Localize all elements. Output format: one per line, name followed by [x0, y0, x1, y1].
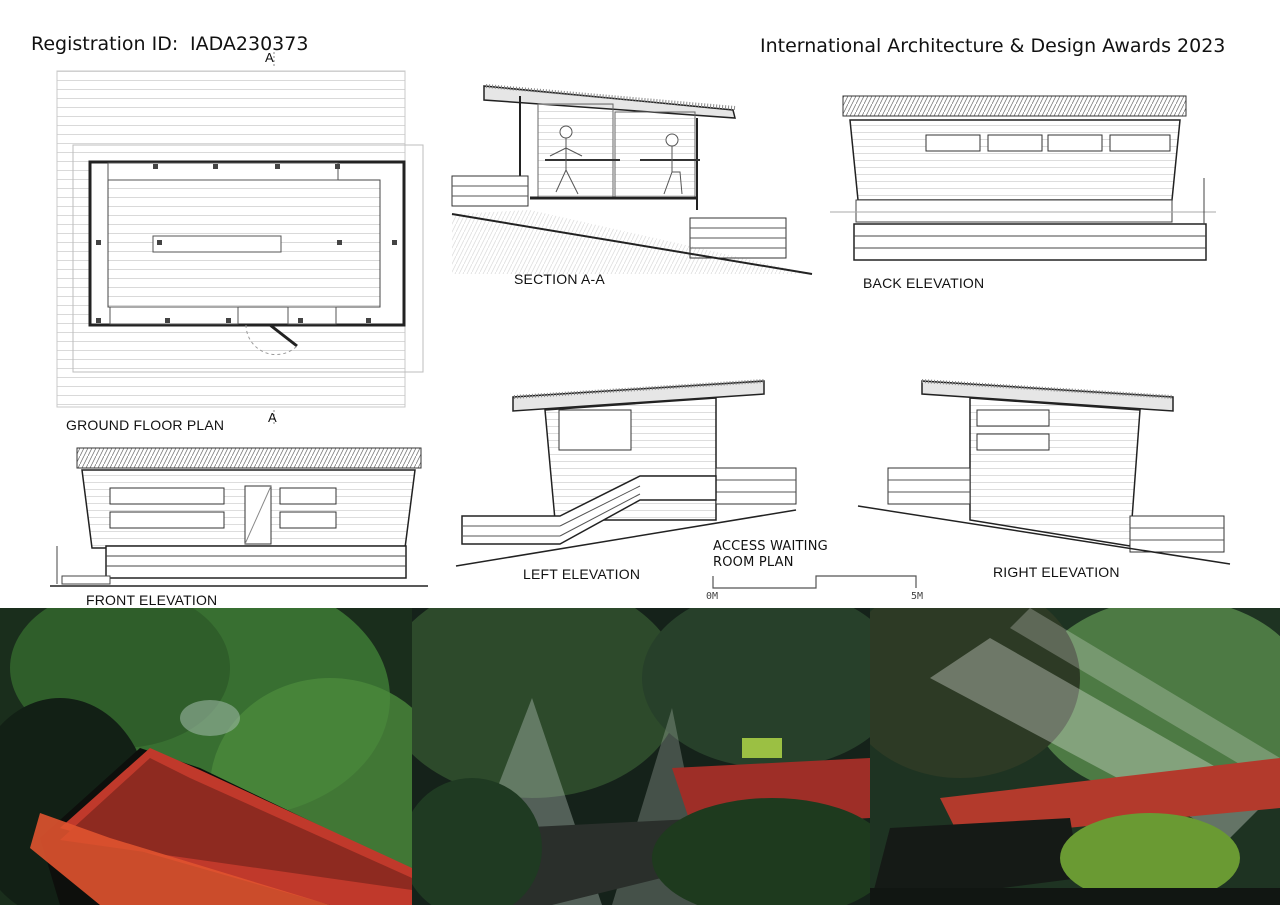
- plan-title-line1: ACCESS WAITING: [713, 539, 828, 554]
- front-elevation-label: FRONT ELEVATION: [86, 592, 218, 608]
- left-elevation-drawing: [455, 379, 797, 567]
- back-elevation-drawing: [830, 95, 1216, 261]
- section-a-a-drawing: [451, 84, 813, 275]
- sunlit-deck-fern-photo: [870, 608, 1280, 905]
- right-elevation-drawing: [857, 379, 1231, 565]
- red-boardwalk-forest-photo: [0, 608, 412, 905]
- scale-start-label: 0M: [706, 591, 719, 602]
- architectural-drawings: [50, 52, 1231, 589]
- left-elevation-label: LEFT ELEVATION: [523, 566, 641, 582]
- ground-floor-plan-drawing: [56, 52, 424, 424]
- section-a-a-label: SECTION A-A: [514, 271, 605, 287]
- section-marker-top: A: [265, 50, 274, 65]
- front-elevation-drawing: [50, 447, 428, 587]
- back-elevation-label: BACK ELEVATION: [863, 275, 985, 291]
- section-marker-bottom: A: [268, 410, 277, 425]
- right-elevation-label: RIGHT ELEVATION: [993, 564, 1120, 580]
- ground-floor-plan-label: GROUND FLOOR PLAN: [66, 417, 225, 433]
- plan-title-line2: ROOM PLAN: [713, 555, 794, 570]
- misty-hot-spring-photo: [412, 608, 870, 905]
- scale-bar: [712, 575, 917, 589]
- registration-label: Registration ID:: [31, 33, 179, 55]
- award-title: International Architecture & Design Awar…: [760, 35, 1226, 57]
- registration-id: IADA230373: [190, 33, 309, 55]
- scale-end-label: 5M: [911, 591, 924, 602]
